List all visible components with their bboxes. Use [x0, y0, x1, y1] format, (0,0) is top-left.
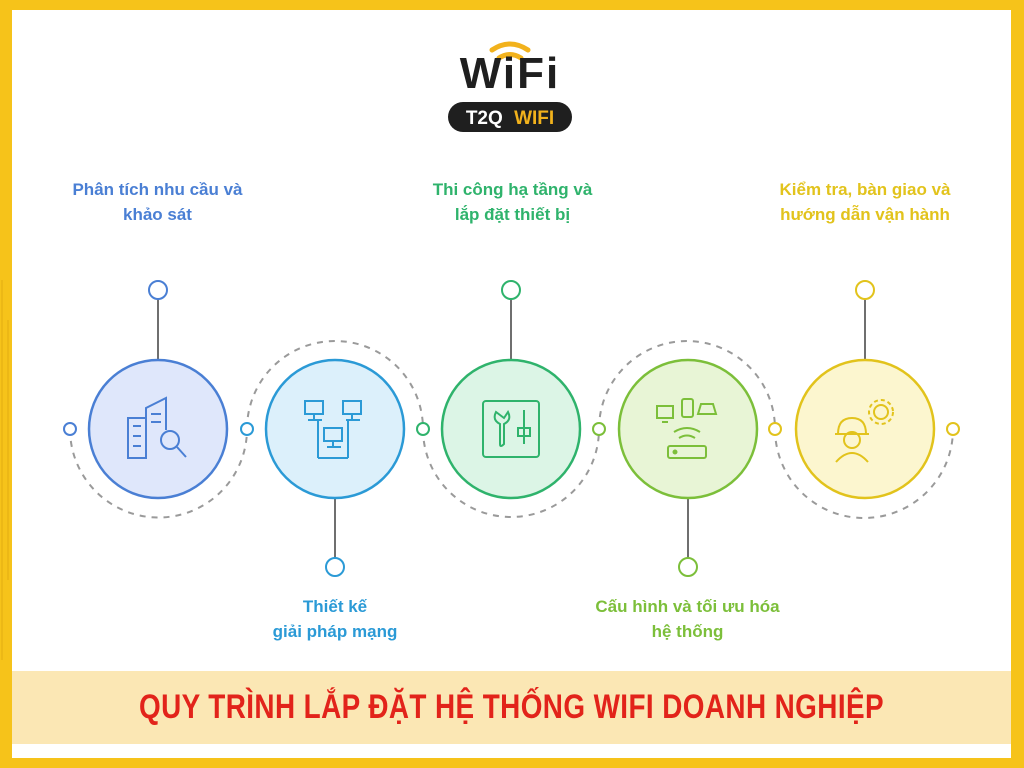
logo-badge-suffix: WIFI	[514, 108, 554, 129]
logo-badge-prefix: T2Q	[466, 108, 503, 129]
step-4-label: Cấu hình và tối ưu hóa hệ thống	[595, 597, 780, 641]
logo-badge-text: T2Q WIFI	[466, 108, 554, 129]
step-4-node	[678, 557, 698, 577]
step-5-label: Kiểm tra, bàn giao và hướng dẫn vận hành	[779, 180, 951, 224]
step-2-node	[325, 557, 345, 577]
step-1-node	[148, 280, 168, 300]
building-magnifier-icon	[127, 396, 187, 459]
router-devices-icon	[656, 398, 718, 459]
logo-badge	[448, 102, 572, 132]
dashed-wave-connector	[69, 340, 954, 519]
step-2-label: Thiết kế giải pháp mạng	[272, 597, 398, 641]
decorative-border-lines	[1, 280, 9, 660]
engineer-gear-icon	[835, 399, 894, 463]
step-3-node	[501, 280, 521, 300]
tools-panel-icon	[482, 400, 540, 458]
network-computers-icon	[304, 400, 362, 459]
t2q-wifi-logo: WiFi T2Q WIFI	[448, 41, 572, 132]
step-1-label: Phân tích nhu cầu và khảo sát	[72, 180, 243, 224]
step-3-circle	[440, 358, 582, 500]
logo-wordmark: WiFi	[460, 49, 560, 98]
title-banner: QUY TRÌNH LẮP ĐẶT HỆ THỐNG WIFI DOANH NG…	[12, 671, 1011, 744]
step-3-label: Thi công hạ tầng và lắp đặt thiết bị	[432, 180, 593, 224]
step-1-circle	[87, 358, 229, 500]
step-5-node	[855, 280, 875, 300]
banner-title: QUY TRÌNH LẮP ĐẶT HỆ THỐNG WIFI DOANH NG…	[138, 688, 884, 726]
wave-junction-dots	[63, 422, 960, 436]
wifi-signal-icon	[489, 41, 531, 61]
